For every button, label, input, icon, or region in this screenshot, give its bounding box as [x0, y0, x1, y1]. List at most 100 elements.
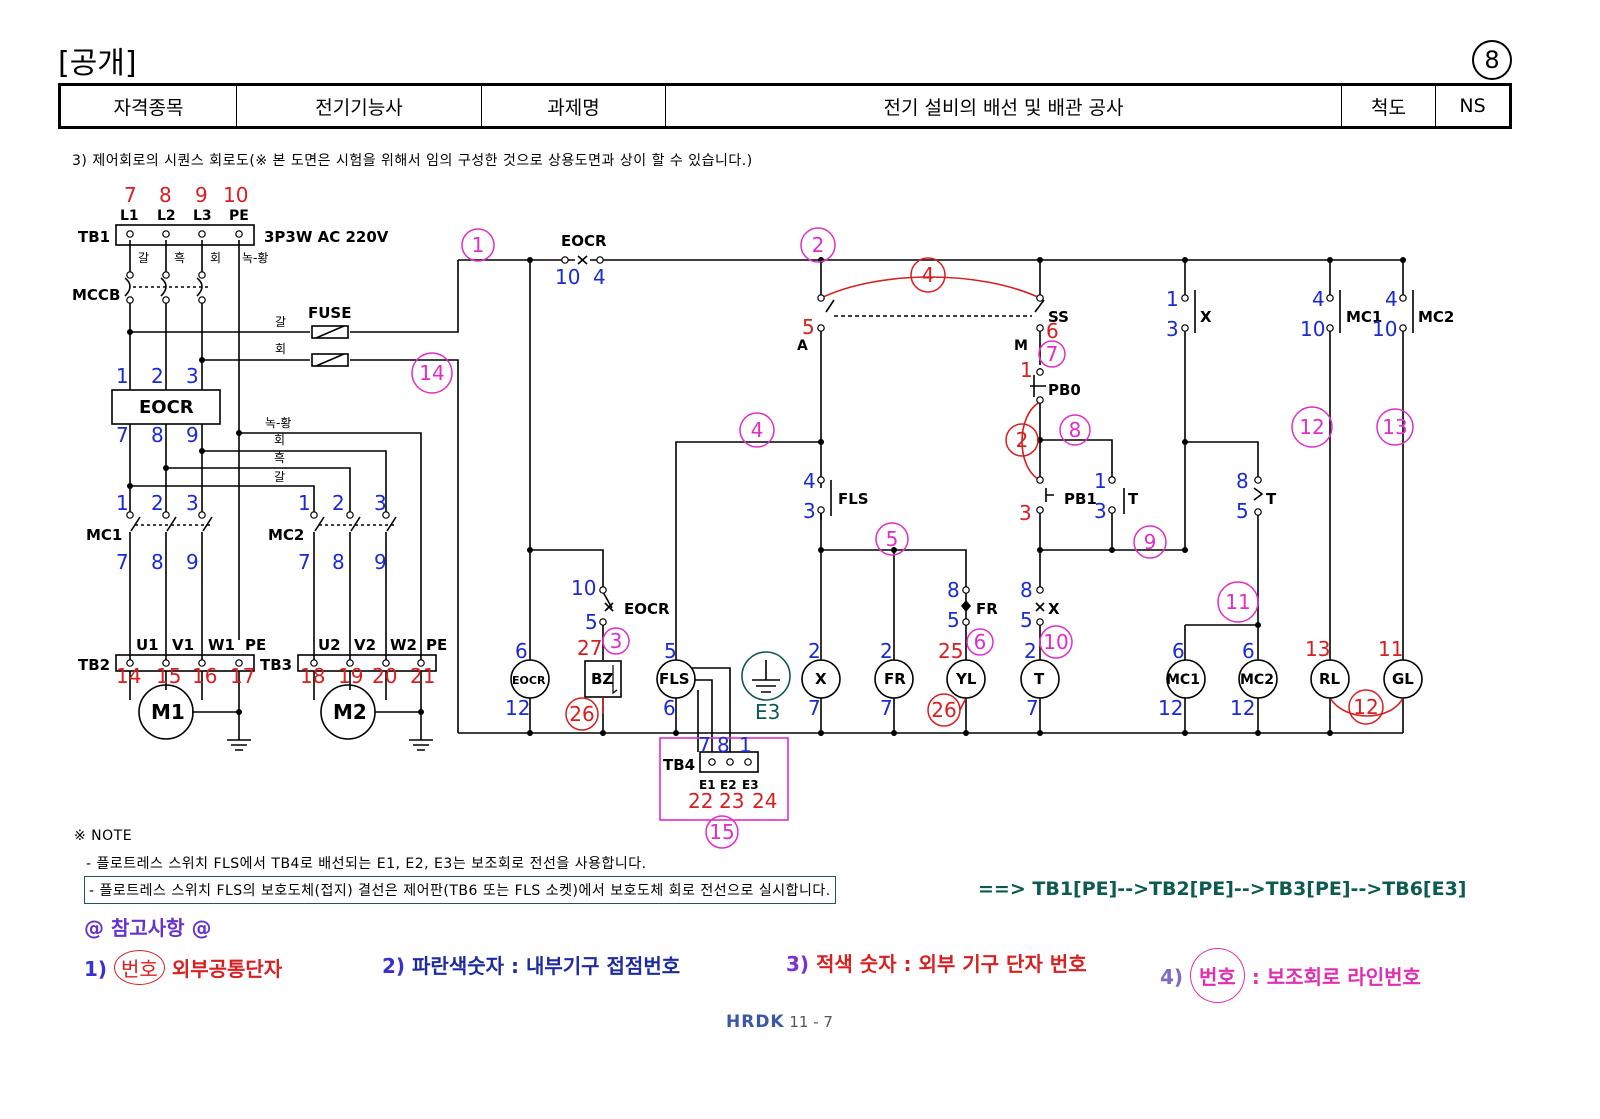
title-cell: 척도 [1341, 84, 1436, 128]
footer-page: 11 - 7 [789, 1013, 833, 1031]
terminal-point [235, 230, 243, 238]
terminal-point [1326, 324, 1334, 332]
tb2-terminal-block [115, 654, 255, 672]
diagram-label: MC1 [86, 526, 122, 544]
diagram-label: 8 [159, 183, 172, 207]
circled-line-number [1217, 581, 1259, 623]
terminal-point [1254, 508, 1262, 516]
diagram-label: 7 [698, 733, 711, 757]
terminal-point [1108, 506, 1116, 514]
terminal-point [198, 296, 206, 304]
diagram-label: 23 [719, 789, 744, 813]
circled-line-number-text: 15 [709, 820, 734, 844]
diagram-label: FR [884, 670, 906, 688]
diagram-label: RL [1319, 670, 1341, 688]
diagram-label: M2 [333, 700, 367, 724]
diagram-label: 11 [1378, 637, 1403, 661]
diagram-label: T [1128, 490, 1139, 508]
diagram-label: 7 [298, 550, 311, 574]
terminal-point [198, 511, 206, 519]
diagram-label: 6 [515, 639, 528, 663]
terminal-point [417, 659, 425, 667]
diagram-label: 10 [555, 265, 580, 289]
terminal-point [126, 659, 134, 667]
diagram-label: 10 [571, 576, 596, 600]
diagram-label: TB2 [78, 656, 110, 674]
diagram-label: 10 [223, 183, 248, 207]
terminal-point [235, 659, 243, 667]
diagram-label: 4 [1385, 287, 1398, 311]
diagram-label: V2 [354, 636, 376, 654]
diagram-label: X [1048, 600, 1060, 618]
diagram-label: FLS [659, 670, 690, 688]
diagram-label: E3 [755, 700, 780, 724]
diagram-label: E1 [699, 778, 716, 792]
terminal-point [817, 476, 825, 484]
terminal-point [1108, 476, 1116, 484]
diagram-label: 7 [1026, 696, 1039, 720]
terminal-point [1036, 294, 1044, 302]
diagram-label: 19 [338, 664, 363, 688]
diagram-label: 8 [947, 578, 960, 602]
diagram-label: 3 [374, 491, 387, 515]
terminal-point [1399, 324, 1407, 332]
diagram-label: 13 [1305, 637, 1330, 661]
terminal-point [1254, 476, 1262, 484]
diagram-label: 8 [1236, 469, 1249, 493]
diagram-label: 7 [808, 696, 821, 720]
diagram-label: 5 [1236, 499, 1249, 523]
circled-line-number-text: 12 [1353, 695, 1378, 719]
device-fr [874, 659, 914, 699]
diagram-label: 1 [116, 364, 129, 388]
e3-ground-circle [741, 651, 791, 701]
device-mc1 [1166, 659, 1206, 699]
terminal-point [962, 586, 970, 594]
reference-text: : 보조회로 라인번호 [1251, 965, 1421, 989]
diagram-label: EOCR [561, 232, 607, 250]
junction-dot [818, 439, 824, 445]
terminal-point [726, 758, 734, 766]
terminal-point [162, 296, 170, 304]
diagram-label: U2 [318, 636, 341, 654]
terminal-point [346, 659, 354, 667]
diagram-label: E2 [720, 778, 737, 792]
diagram-label: 녹-황 [265, 416, 291, 430]
diagram-label: X [1200, 308, 1212, 326]
terminal-point [1036, 368, 1044, 376]
circled-line-number-text: 13 [1382, 415, 1407, 439]
diagram-label: 12 [1230, 696, 1255, 720]
note-pe-chain: ==> TB1[PE]-->TB2[PE]-->TB3[PE]-->TB6[E3… [978, 878, 1467, 900]
diagram-label: MCCB [72, 286, 120, 304]
terminal-point [599, 618, 607, 626]
diagram-label: EOCR [512, 674, 546, 687]
circled-line-number [602, 627, 630, 655]
diagram-label: TB3 [260, 656, 292, 674]
diagram-label: FR [976, 600, 998, 618]
diagram-label: FUSE [308, 304, 351, 322]
terminal-point [1036, 506, 1044, 514]
tb1-terminal-block [115, 224, 255, 246]
terminal-point [962, 618, 970, 626]
diagram-label: T [1034, 670, 1045, 688]
diagram-label: 17 [230, 664, 255, 688]
junction-dot [818, 547, 824, 553]
diagram-label: 5 [802, 315, 815, 339]
diagram-label: M1 [151, 700, 185, 724]
diagram-label: 1 [1166, 287, 1179, 311]
diagram-label: 15 [156, 664, 181, 688]
diagram-label: PB1 [1064, 490, 1097, 508]
diagram-label: 5 [585, 610, 598, 634]
junction-dot [1182, 439, 1188, 445]
diagram-label: 5 [1020, 608, 1033, 632]
tb4-highlight-box [659, 737, 789, 821]
diagram-subtitle: 3) 제어회로의 시퀀스 회로도(※ 본 도면은 시험을 위해서 임의 구성한 … [72, 153, 753, 169]
title-cell: 자격종목 [59, 84, 237, 128]
diagram-label: 6 [1242, 639, 1255, 663]
diagram-label: 6 [1172, 639, 1185, 663]
diagram-label: 8 [332, 550, 345, 574]
junction-dot [527, 257, 533, 263]
title-table: 자격종목 전기기능사 과제명 전기 설비의 배선 및 배관 공사 척도 NS [58, 83, 1512, 129]
diagram-label: 흑 [274, 451, 285, 465]
diagram-label: 3P3W AC 220V [264, 228, 389, 246]
terminal-point [198, 271, 206, 279]
